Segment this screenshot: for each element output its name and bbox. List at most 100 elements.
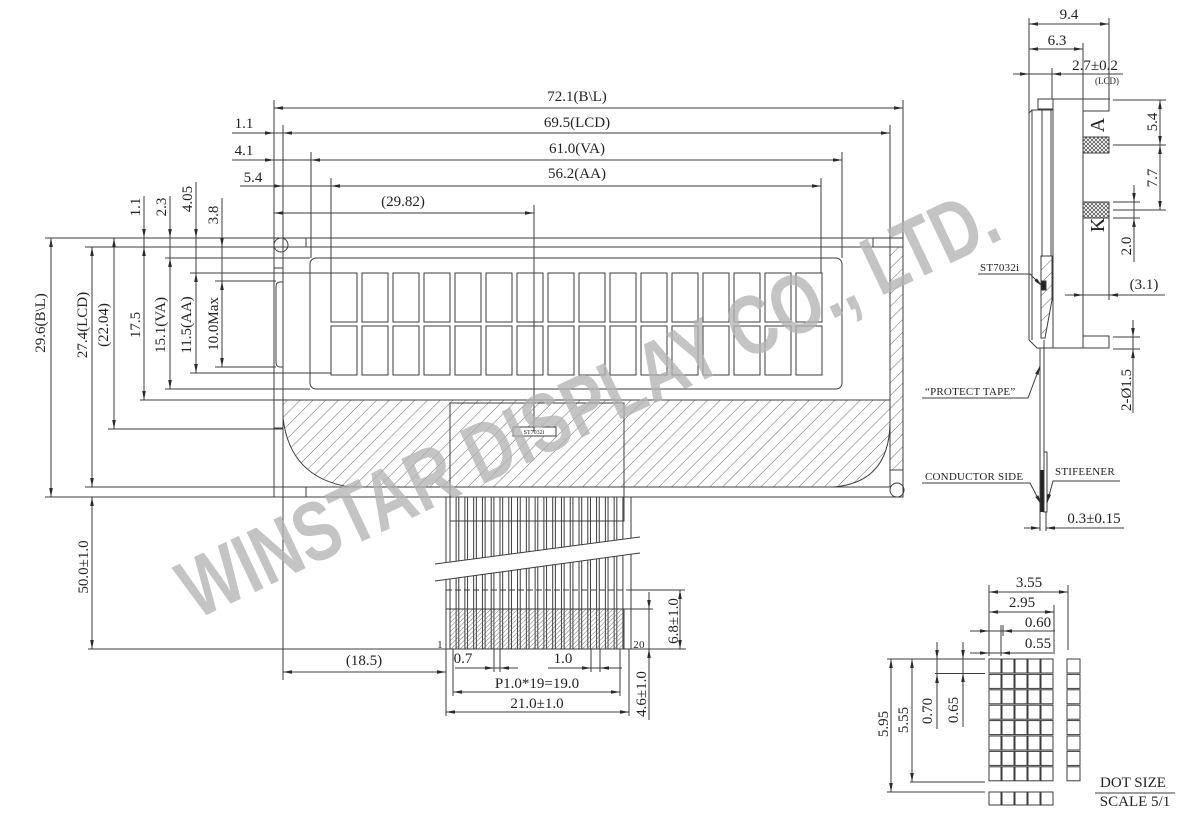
character-cell xyxy=(609,325,637,376)
character-cell xyxy=(795,272,823,323)
pitch-label: 1.0 xyxy=(554,651,573,667)
character-cell xyxy=(454,272,482,323)
dot-size-scale: SCALE 5/1 xyxy=(1100,794,1170,810)
cathode-pad xyxy=(1082,201,1110,219)
stiffener-label: STIFEENER xyxy=(1055,466,1115,478)
character-cell xyxy=(454,325,482,376)
fpc-break-upper xyxy=(434,536,641,565)
dot xyxy=(1040,704,1054,720)
dot-height-label: 0.65 xyxy=(946,697,962,723)
character-cell xyxy=(764,272,792,323)
character-cell xyxy=(733,325,761,376)
adjacent-dot xyxy=(1066,766,1081,782)
height-aa-label: 11.5(AA) xyxy=(179,296,195,353)
dot xyxy=(1014,704,1028,720)
cursor-dot xyxy=(1001,791,1015,806)
conductor-side xyxy=(1040,470,1045,512)
cathode-label: K xyxy=(1087,217,1109,232)
dot xyxy=(1001,750,1015,766)
dot xyxy=(1001,658,1015,674)
dot xyxy=(1014,750,1028,766)
overall-thickness-label: 9.4 xyxy=(1060,7,1079,23)
dim-2-0-label: 2.0 xyxy=(1119,237,1135,256)
character-cell xyxy=(640,272,668,323)
front-view-labels: 72.1(B\L) 69.5(LCD) 61.0(VA) 56.2(AA) (2… xyxy=(33,89,682,717)
dot xyxy=(1001,689,1015,705)
side-ic-label: ST7032i xyxy=(980,262,1019,274)
width-aa-label: 56.2(AA) xyxy=(548,166,606,182)
offset-aa-label: 5.4 xyxy=(244,170,263,186)
adjacent-dot xyxy=(1066,673,1081,689)
dot-matrix-grid xyxy=(988,658,1081,806)
character-cell xyxy=(671,272,699,323)
dim-3-1-label: (3.1) xyxy=(1130,277,1159,293)
dots-height-label: 5.55 xyxy=(896,707,912,733)
cursor-dot xyxy=(1027,791,1041,806)
pin-first-label: 1 xyxy=(437,639,443,651)
adjacent-dot xyxy=(1066,658,1081,674)
fpc-offset-label: (18.5) xyxy=(346,653,382,669)
character-cell xyxy=(392,272,420,323)
ic-area xyxy=(449,402,625,522)
dot xyxy=(1027,735,1041,751)
dot xyxy=(1040,689,1054,705)
dot xyxy=(1001,720,1015,736)
character-cells xyxy=(330,272,823,376)
protect-tape-leader xyxy=(922,365,1041,399)
dot xyxy=(1014,689,1028,705)
height-ic-label: (22.04) xyxy=(96,303,112,347)
top-offset-led-label: 3.8 xyxy=(206,206,222,225)
dot xyxy=(1001,673,1015,689)
ic-label: ST7032i xyxy=(524,430,545,436)
dot xyxy=(1040,720,1054,736)
offset-va-label: 4.1 xyxy=(235,143,254,159)
stiffener-leader xyxy=(1046,480,1120,504)
cursor-dot xyxy=(1014,791,1028,806)
character-cell xyxy=(330,325,358,376)
dot-size-detail xyxy=(887,585,1175,806)
dot xyxy=(1014,673,1028,689)
dot xyxy=(988,766,1002,782)
offset-lcd-label: 1.1 xyxy=(235,116,254,132)
dot xyxy=(1027,673,1041,689)
protect-tape-label: “PROTECT TAPE” xyxy=(925,386,1015,398)
conductor-side-leader xyxy=(922,482,1042,505)
character-cell xyxy=(361,272,389,323)
char-width-label: 3.55 xyxy=(1016,575,1042,591)
character-cell xyxy=(361,325,389,376)
pin-last-label: 20 xyxy=(633,639,645,651)
top-offset-va-label: 2.3 xyxy=(154,198,170,217)
dots-width-label: 2.95 xyxy=(1009,595,1035,611)
height-va-label: 15.1(VA) xyxy=(153,297,169,353)
character-cell xyxy=(578,325,606,376)
character-cell xyxy=(330,272,358,323)
dot xyxy=(1040,673,1054,689)
cursor-dot xyxy=(988,791,1002,806)
fpc-contacts xyxy=(449,608,625,650)
dot xyxy=(988,704,1002,720)
dot xyxy=(1027,658,1041,674)
trace-width-label: 0.7 xyxy=(454,651,473,667)
pitch-total-label: P1.0*19=19.0 xyxy=(495,676,579,692)
viewing-area xyxy=(309,257,843,390)
dot xyxy=(1014,720,1028,736)
dot xyxy=(988,750,1002,766)
anode-label: A xyxy=(1087,117,1109,132)
dot-size-labels: 3.55 2.95 0.60 0.55 5.95 5.55 0.70 0.65 … xyxy=(876,575,1170,810)
dot-pitch-x-label: 0.60 xyxy=(1025,615,1051,631)
adjacent-dot xyxy=(1066,720,1081,736)
character-cell xyxy=(547,325,575,376)
dot xyxy=(988,658,1002,674)
character-cell xyxy=(640,325,668,376)
height-bl-label: 29.6(B\L) xyxy=(33,293,49,353)
width-lcd-label: 69.5(LCD) xyxy=(544,115,610,131)
character-cell xyxy=(702,272,730,323)
dim-6-3-label: 6.3 xyxy=(1048,33,1067,49)
dot xyxy=(1014,735,1028,751)
dot xyxy=(1014,766,1028,782)
dot xyxy=(1027,704,1041,720)
cursor-dot xyxy=(1040,791,1054,806)
dot xyxy=(1027,720,1041,736)
character-cell xyxy=(485,272,513,323)
